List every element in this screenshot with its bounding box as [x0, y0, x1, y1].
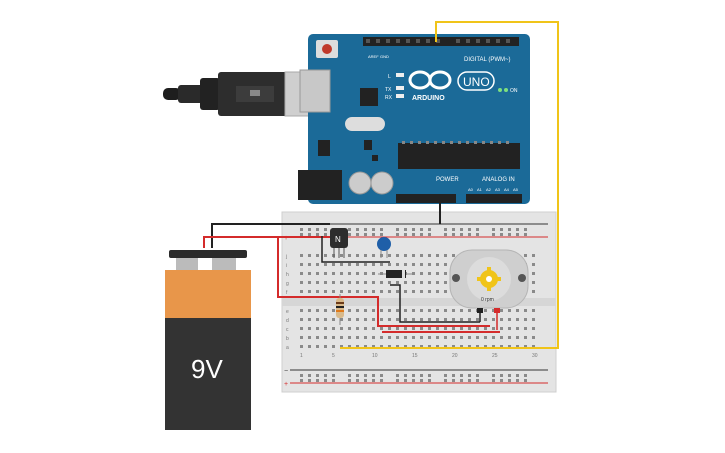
reset-button[interactable]	[316, 40, 338, 58]
brand-label: ARDUINO	[412, 95, 445, 102]
rail-plus-top: +	[284, 235, 288, 242]
row-letter-b: b	[286, 336, 289, 342]
col-number-1: 1	[300, 353, 303, 359]
npn-transistor[interactable]: N	[330, 228, 348, 258]
usb-cable[interactable]	[163, 71, 319, 117]
arduino-logo-icon	[408, 70, 452, 90]
rail-minus-bottom: −	[284, 368, 288, 375]
diode[interactable]	[378, 270, 412, 278]
pin-a2-label: A2	[486, 187, 492, 192]
col-number-10: 10	[372, 353, 378, 359]
resistor[interactable]	[336, 294, 344, 325]
rail-minus-top: −	[284, 222, 288, 229]
pin-a1-label: A1	[477, 187, 483, 192]
motor-speed-label: 0 rpm	[481, 297, 494, 303]
analog-header	[466, 194, 522, 203]
pin-a4-label: A4	[504, 187, 510, 192]
row-letter-c: c	[286, 327, 289, 333]
power-label: POWER	[436, 177, 459, 183]
black-wire-transistor[interactable]	[321, 236, 390, 263]
rail-plus-bottom: +	[284, 381, 288, 388]
row-letter-i: i	[286, 263, 287, 269]
aref-label: AREF	[368, 54, 379, 59]
pin-a0-label: A0	[468, 187, 474, 192]
row-letter-f: f	[286, 290, 288, 296]
row-letter-d: d	[286, 318, 289, 324]
battery-9v[interactable]: 9V	[165, 250, 251, 430]
row-letter-j: j	[285, 254, 287, 260]
led-tx-label: TX	[385, 87, 392, 93]
led-l-label: L	[388, 74, 391, 80]
red-wire-battery[interactable]	[203, 236, 490, 327]
led-rx-label: RX	[385, 95, 393, 101]
analog-label: ANALOG IN	[482, 177, 515, 183]
digital-label: DIGITAL (PWM~)	[464, 57, 511, 63]
col-number-30: 30	[532, 353, 538, 359]
svg-text:N: N	[335, 235, 341, 244]
uno-badge: UNO	[457, 71, 495, 91]
black-wire-motor[interactable]	[390, 284, 480, 323]
row-letter-h: h	[286, 272, 289, 278]
ceramic-capacitor[interactable]	[377, 237, 391, 258]
gnd-label: GND	[380, 54, 389, 59]
row-letter-g: g	[286, 281, 289, 287]
svg-text:UNO: UNO	[463, 75, 490, 89]
motor-gear-icon	[477, 267, 501, 291]
black-wire-battery[interactable]	[211, 223, 330, 248]
power-header	[396, 194, 456, 203]
on-label: ON	[510, 88, 518, 94]
pin-a3-label: A3	[495, 187, 501, 192]
battery-label: 9V	[191, 354, 223, 384]
dc-motor[interactable]: 0 rpm	[449, 249, 529, 330]
digital-header	[363, 37, 519, 46]
pin-a5-label: A5	[513, 187, 519, 192]
col-number-20: 20	[452, 353, 458, 359]
row-letter-a: a	[286, 345, 289, 351]
arduino-uno-board[interactable]: DIGITAL (PWM~) AREF GND L TX RX ARDUINO …	[298, 34, 530, 204]
col-number-15: 15	[412, 353, 418, 359]
yellow-wire[interactable]	[340, 21, 559, 349]
row-letter-e: e	[286, 309, 289, 315]
power-jack	[298, 170, 342, 200]
col-number-5: 5	[332, 353, 335, 359]
atmega-chip	[398, 143, 520, 169]
usb-port	[299, 69, 331, 113]
col-number-25: 25	[492, 353, 498, 359]
